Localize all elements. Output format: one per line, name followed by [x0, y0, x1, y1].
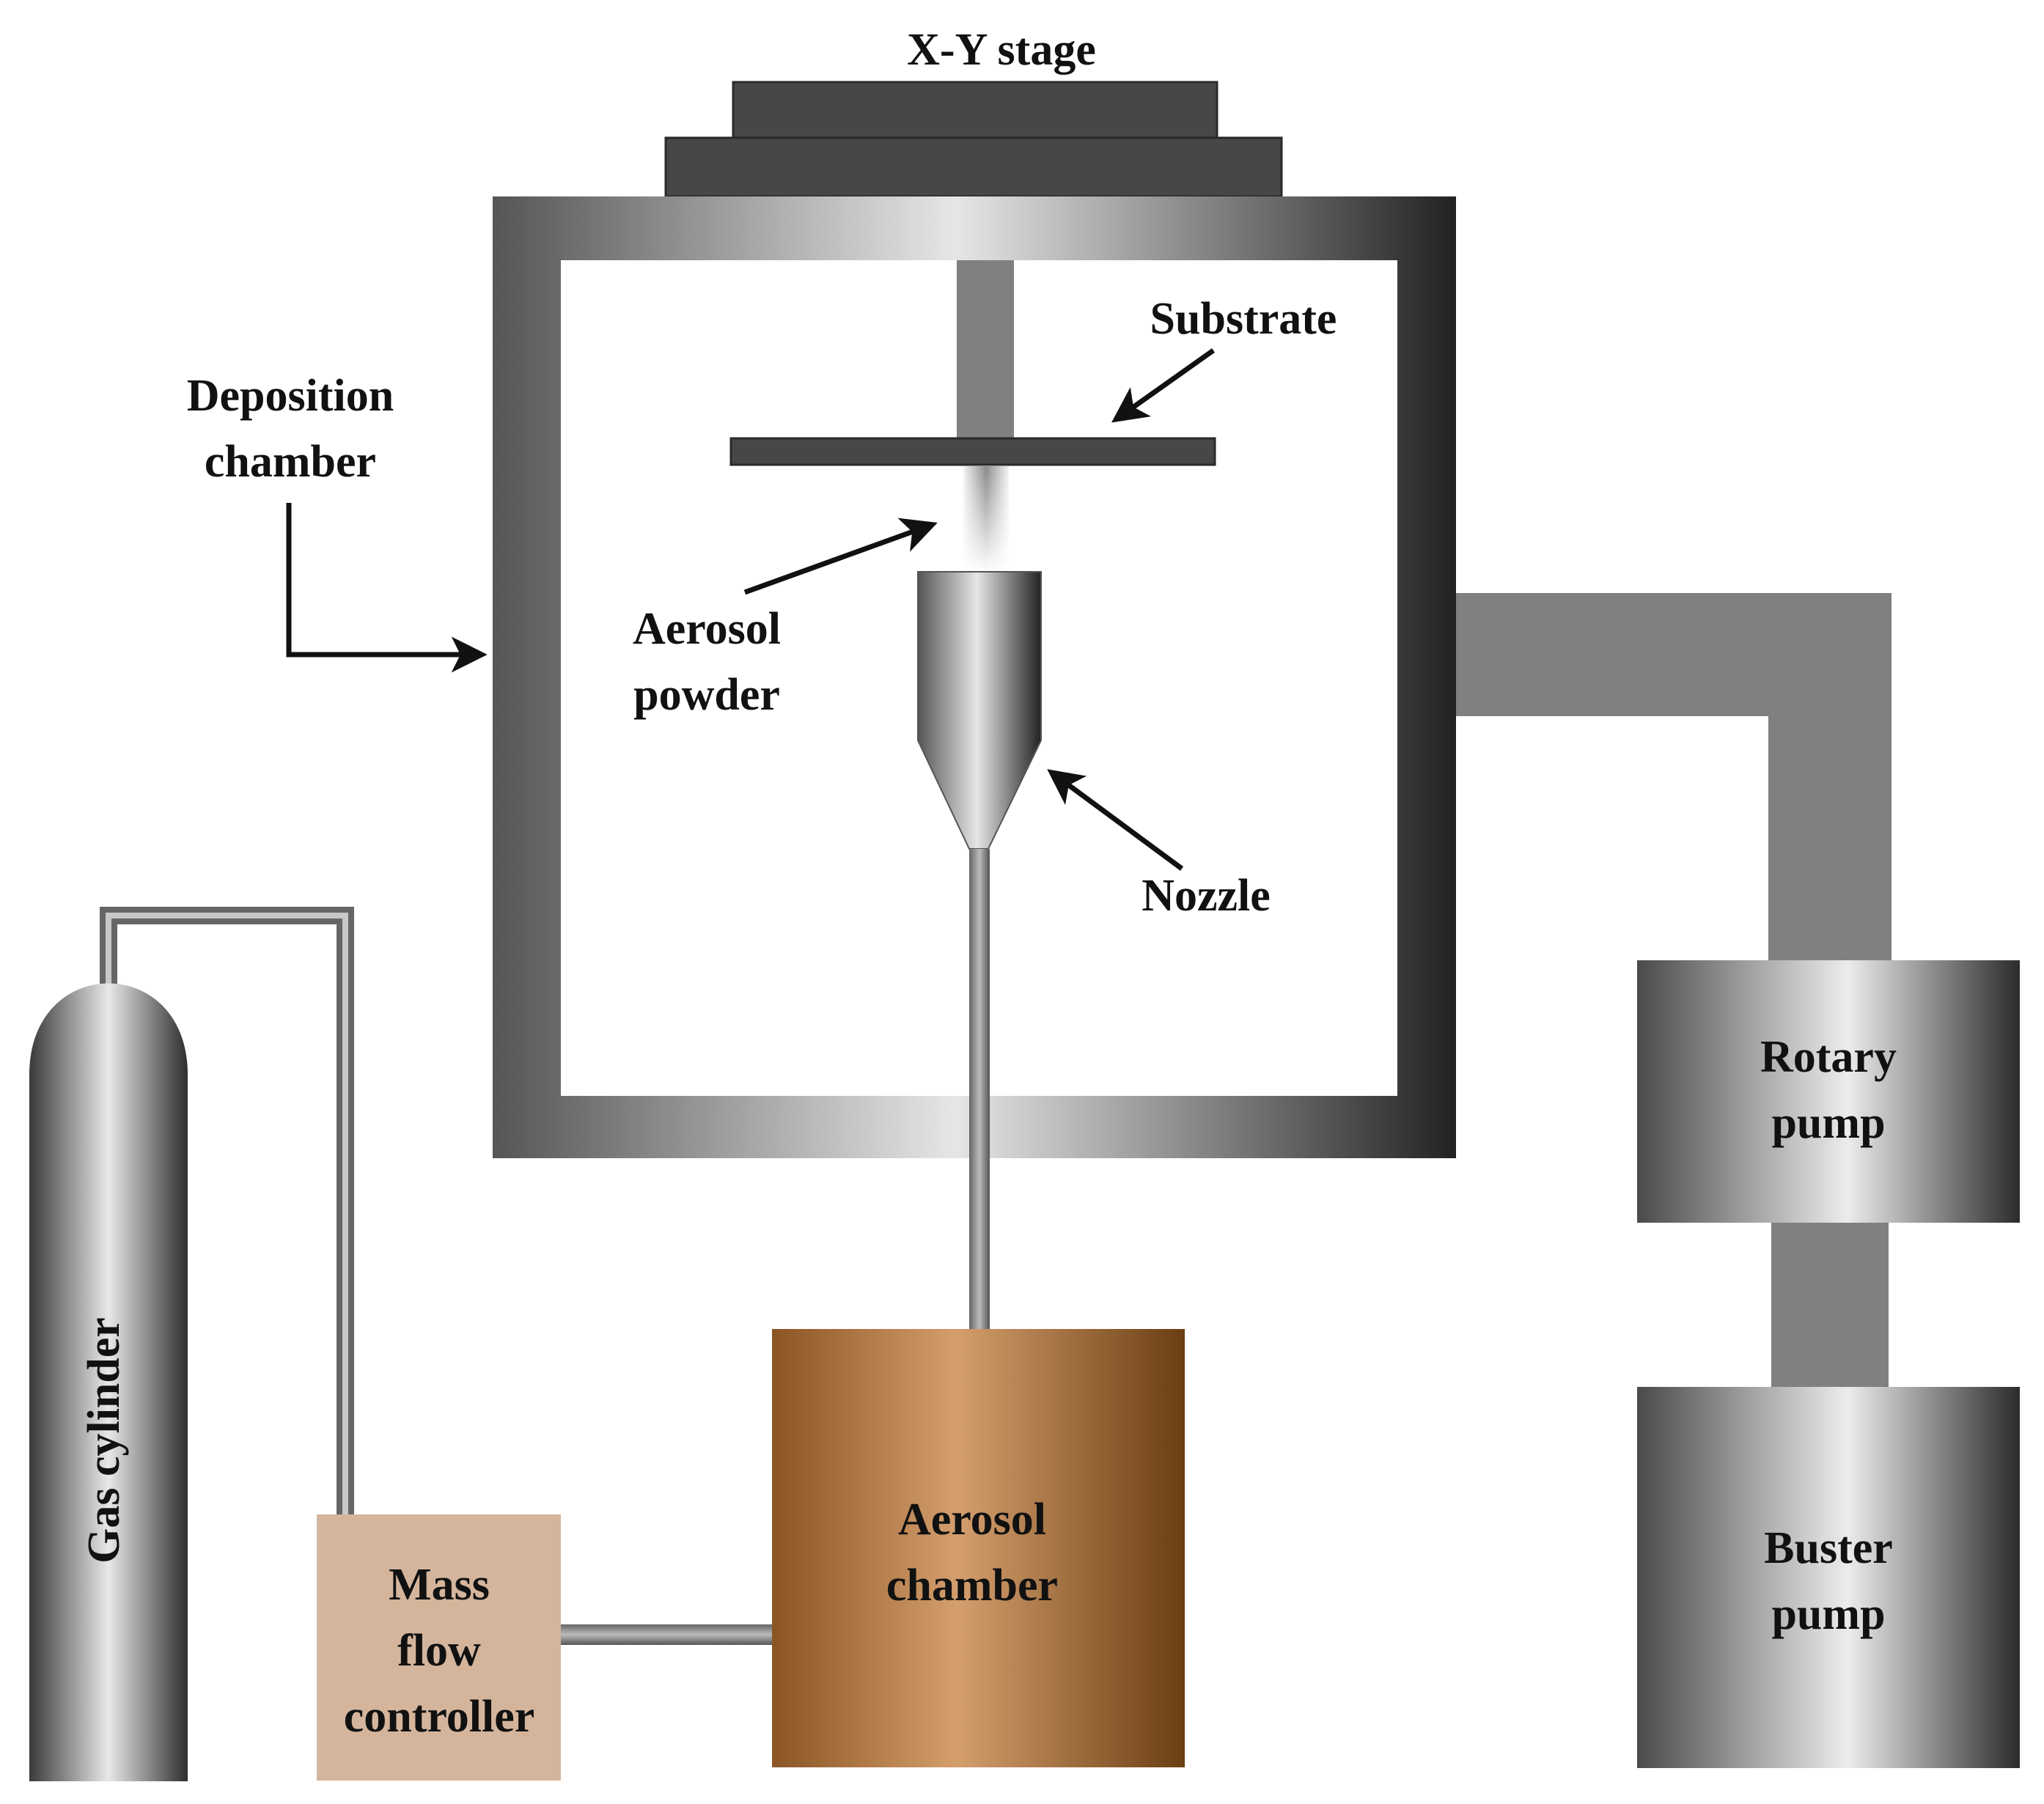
mass-flow-controller [317, 1514, 561, 1781]
svg-text:powder: powder [633, 670, 780, 720]
nozzle-arrow [1047, 769, 1184, 871]
aerosol-powder-arrow [743, 518, 938, 595]
nozzle-label: Nozzle [1142, 871, 1271, 921]
xy-stage [664, 81, 1283, 198]
substrate [729, 437, 1216, 466]
aerosol-powder-jet [963, 466, 1009, 573]
gas-cylinder [29, 983, 188, 1781]
svg-text:pump: pump [1771, 1589, 1885, 1639]
pump-connector [1771, 1221, 1889, 1389]
svg-text:Deposition: Deposition [187, 371, 394, 421]
buster-pump [1637, 1387, 2020, 1768]
vacuum-line [1452, 593, 1892, 964]
gas-cylinder-label: Gas cylinder [79, 1317, 129, 1564]
svg-text:chamber: chamber [205, 437, 376, 487]
svg-text:flow: flow [397, 1626, 481, 1676]
substrate-label: Substrate [1150, 294, 1337, 344]
svg-text:Mass: Mass [389, 1560, 490, 1610]
svg-text:Buster: Buster [1764, 1523, 1893, 1573]
svg-text:Aerosol: Aerosol [898, 1495, 1046, 1545]
buster-pump-label: Buster pump [1764, 1523, 1893, 1639]
xy-stage-label: X-Y stage [907, 25, 1096, 75]
substrate-arrow [1111, 348, 1216, 423]
deposition-chamber-arrow [286, 503, 488, 673]
feed-tube [969, 849, 990, 1333]
nozzle [917, 571, 1042, 850]
aerosol-chamber-label: Aerosol chamber [886, 1495, 1058, 1610]
mass-flow-controller-label: Mass flow controller [344, 1560, 535, 1742]
mfc-to-aerosol-line [561, 1624, 773, 1645]
aerosol-chamber [772, 1329, 1185, 1767]
svg-text:controller: controller [344, 1692, 535, 1742]
substrate-holder-rod [957, 260, 1014, 440]
rotary-pump-label: Rotary pump [1760, 1032, 1897, 1148]
rotary-pump [1637, 960, 2020, 1223]
svg-text:Aerosol: Aerosol [633, 604, 781, 654]
svg-text:Rotary: Rotary [1760, 1032, 1897, 1082]
deposition-chamber-label: Deposition chamber [187, 371, 394, 487]
svg-text:pump: pump [1771, 1098, 1885, 1148]
aerosol-powder-label: Aerosol powder [633, 604, 781, 720]
svg-text:chamber: chamber [886, 1561, 1058, 1610]
